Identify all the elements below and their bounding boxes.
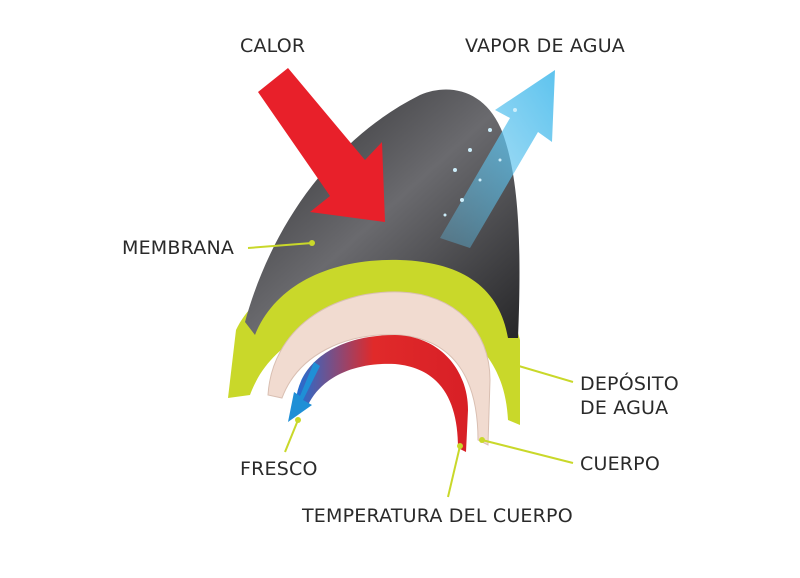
heat-arrow (258, 68, 385, 222)
label-membrane: MEMBRANA (122, 237, 235, 259)
label-cool: FRESCO (240, 458, 318, 480)
label-reservoir-line2: DE AGUA (580, 397, 669, 419)
cool-arrow (288, 362, 320, 422)
label-heat: CALOR (240, 35, 306, 57)
label-body: CUERPO (580, 453, 660, 475)
label-vapor: VAPOR DE AGUA (465, 35, 625, 57)
reservoir-layer (228, 255, 520, 425)
label-reservoir-line1: DEPÓSITO (580, 373, 679, 395)
label-body-temperature: TEMPERATURA DEL CUERPO (302, 505, 573, 527)
body-layer (267, 291, 491, 446)
leader-lines (247, 242, 574, 498)
vapor-arrow (440, 70, 555, 248)
body-temperature-layer (296, 335, 468, 452)
